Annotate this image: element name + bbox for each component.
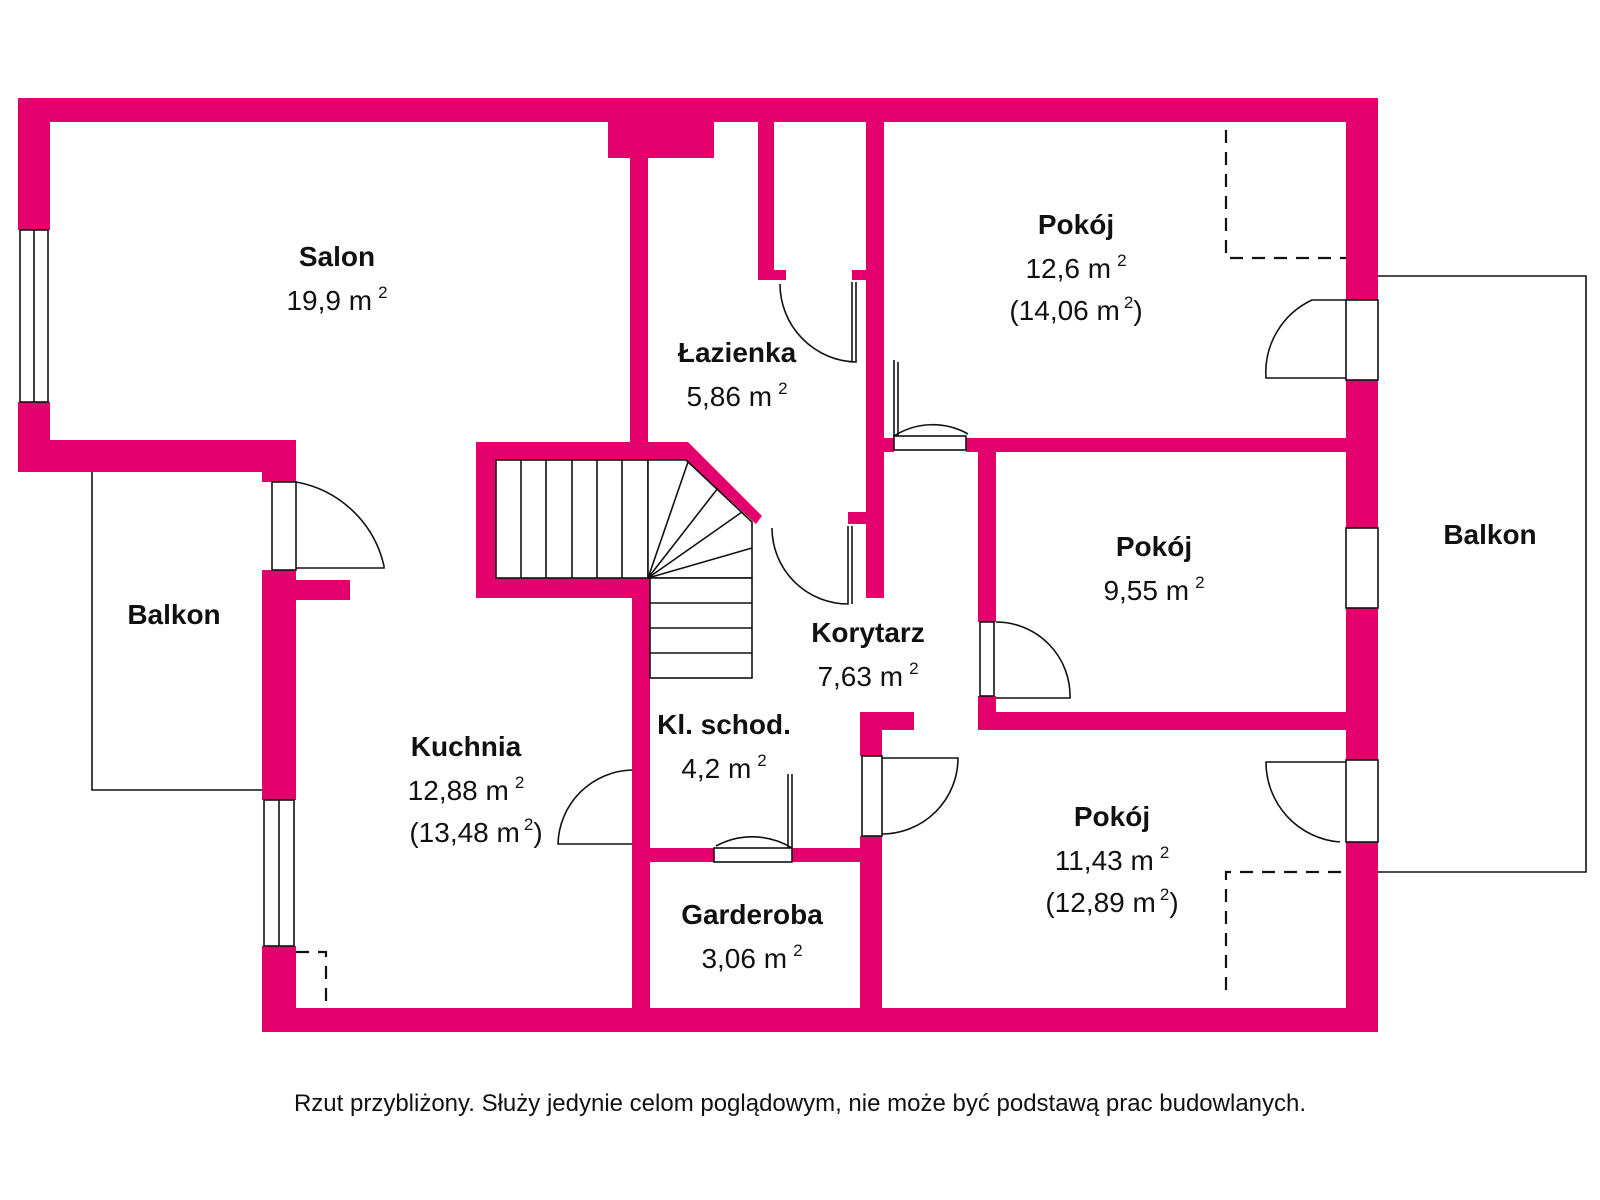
disclaimer-text: Rzut przybliżony. Służy jedynie celom po… [293, 1090, 1307, 1117]
room-name-salon: Salon [299, 241, 375, 272]
balcony-left-outline [91, 469, 272, 791]
room-name-pokoj-2: Pokój [1116, 531, 1192, 562]
ceiling-lines [296, 130, 1346, 1008]
room-name-lazienka: Łazienka [678, 337, 797, 368]
room-name-kuchnia: Kuchnia [411, 731, 522, 762]
balcony-right-outline [1378, 275, 1587, 873]
balcony-name-left: Balkon [127, 599, 220, 630]
room-name-pokoj-1: Pokój [1038, 209, 1114, 240]
room-name-pokoj-3: Pokój [1074, 801, 1150, 832]
balcony-name-right: Balkon [1443, 519, 1536, 550]
windows [19, 229, 295, 947]
room-name-garderoba: Garderoba [681, 899, 823, 930]
room-name-korytarz: Korytarz [811, 617, 925, 648]
stairs [495, 459, 753, 679]
room-name-klatka: Kl. schod. [657, 709, 791, 740]
doors [271, 282, 1379, 863]
walls [18, 98, 1378, 1032]
